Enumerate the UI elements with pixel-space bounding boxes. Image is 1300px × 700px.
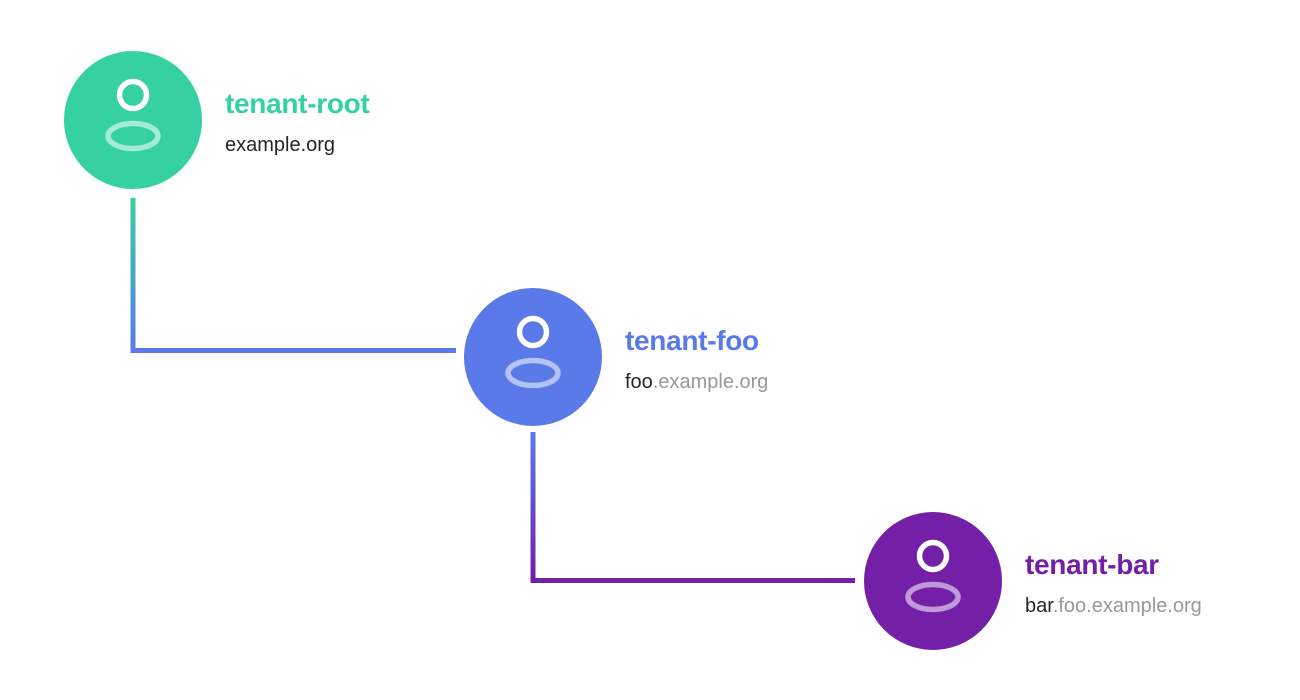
connector-foo-to-bar: [530, 432, 855, 583]
node-tenant-root: tenant-root example.org: [64, 51, 370, 189]
node-text: tenant-foo foo.example.org: [625, 320, 768, 395]
domain-muted: .example.org: [652, 371, 769, 394]
node-title: tenant-foo: [625, 324, 759, 356]
user-icon: [105, 78, 161, 152]
node-tenant-bar: tenant-bar bar.foo.example.org: [864, 512, 1202, 650]
node-title: tenant-bar: [1025, 548, 1159, 580]
avatar: [464, 288, 602, 426]
node-text: tenant-root example.org: [225, 83, 370, 158]
user-icon: [905, 539, 961, 613]
user-icon: [505, 315, 561, 389]
node-domain: foo.example.org: [625, 370, 768, 394]
avatar: [64, 51, 202, 189]
domain-strong: example.org: [225, 134, 336, 157]
connector-root-to-foo: [130, 198, 456, 353]
node-domain: example.org: [225, 133, 369, 157]
avatar: [864, 512, 1002, 650]
node-tenant-foo: tenant-foo foo.example.org: [464, 288, 768, 426]
node-title: tenant-root: [225, 87, 370, 119]
domain-muted: .foo.example.org: [1052, 595, 1202, 618]
domain-strong: foo: [625, 371, 653, 394]
node-domain: bar.foo.example.org: [1025, 594, 1202, 618]
domain-strong: bar: [1025, 595, 1053, 618]
node-text: tenant-bar bar.foo.example.org: [1025, 544, 1202, 619]
